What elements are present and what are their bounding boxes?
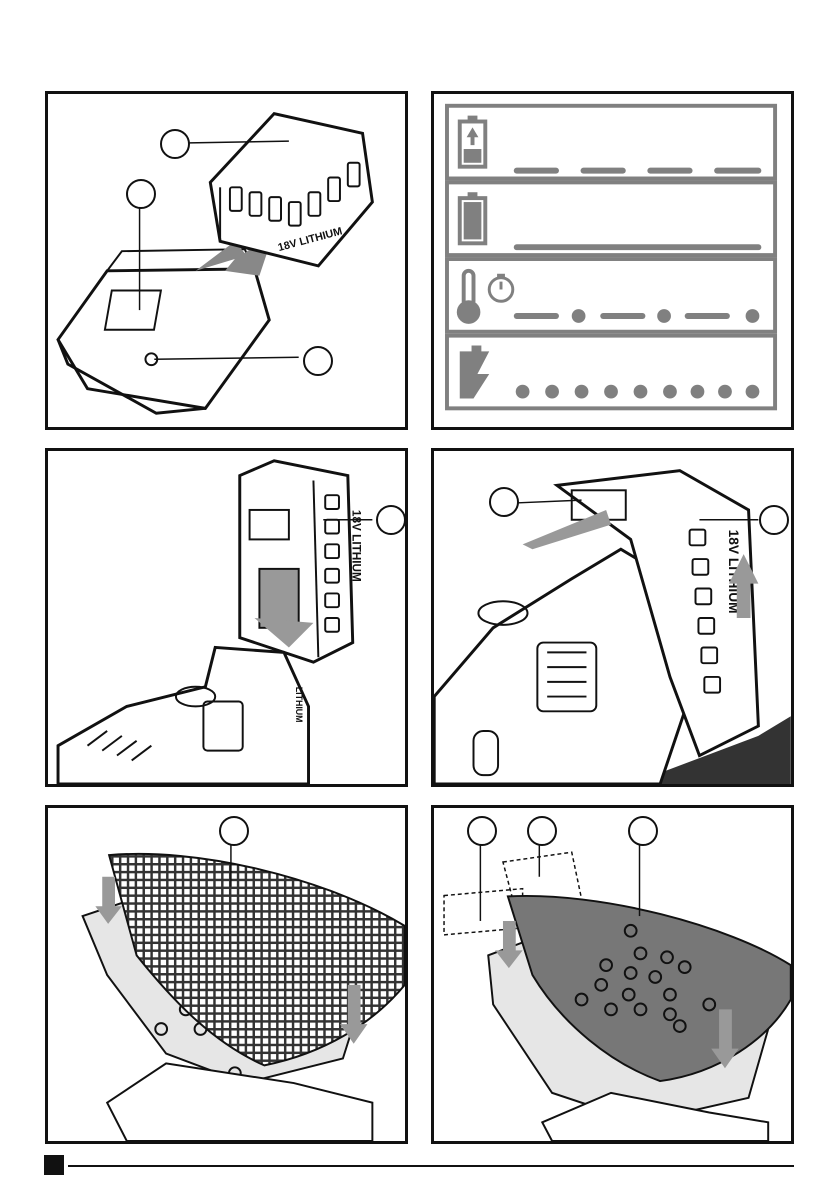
battery-full-icon [460,192,486,243]
charger-illustration: 18V LITHIUM [48,94,405,427]
callout-marker [376,505,406,535]
indicator-table [434,94,791,427]
sanding-perforated-illustration [434,808,791,1141]
figure-battery-charger: 18V LITHIUM [45,91,408,430]
battery-label: 18V LITHIUM [350,510,363,582]
figure-battery-insertion: 18V LITHIUM LITHIUM [45,448,408,787]
callout-marker [303,346,333,376]
callout-marker [219,816,249,846]
sanding-mesh-illustration [48,808,405,1141]
page-marker [44,1155,64,1175]
handle-label: LITHIUM [294,687,304,723]
battery-fault-icon [460,345,489,398]
callout-marker [467,816,497,846]
battery-removal-illustration: 18V LITHIUM [434,451,791,784]
figure-charge-indicator-table [431,91,794,430]
figure-battery-removal: 18V LITHIUM [431,448,794,787]
callout-marker [527,816,557,846]
callout-marker [628,816,658,846]
thermometer-timer-icon [457,271,513,324]
callout-marker [489,487,519,517]
footer-rule [68,1165,794,1167]
figure-sanding-sheet-mesh [45,805,408,1144]
callout-marker [759,505,789,535]
battery-insertion-illustration: 18V LITHIUM LITHIUM [48,451,405,784]
battery-charging-icon [460,116,486,167]
callout-marker [126,179,156,209]
callout-marker [160,129,190,159]
figure-sanding-sheet-perforated [431,805,794,1144]
